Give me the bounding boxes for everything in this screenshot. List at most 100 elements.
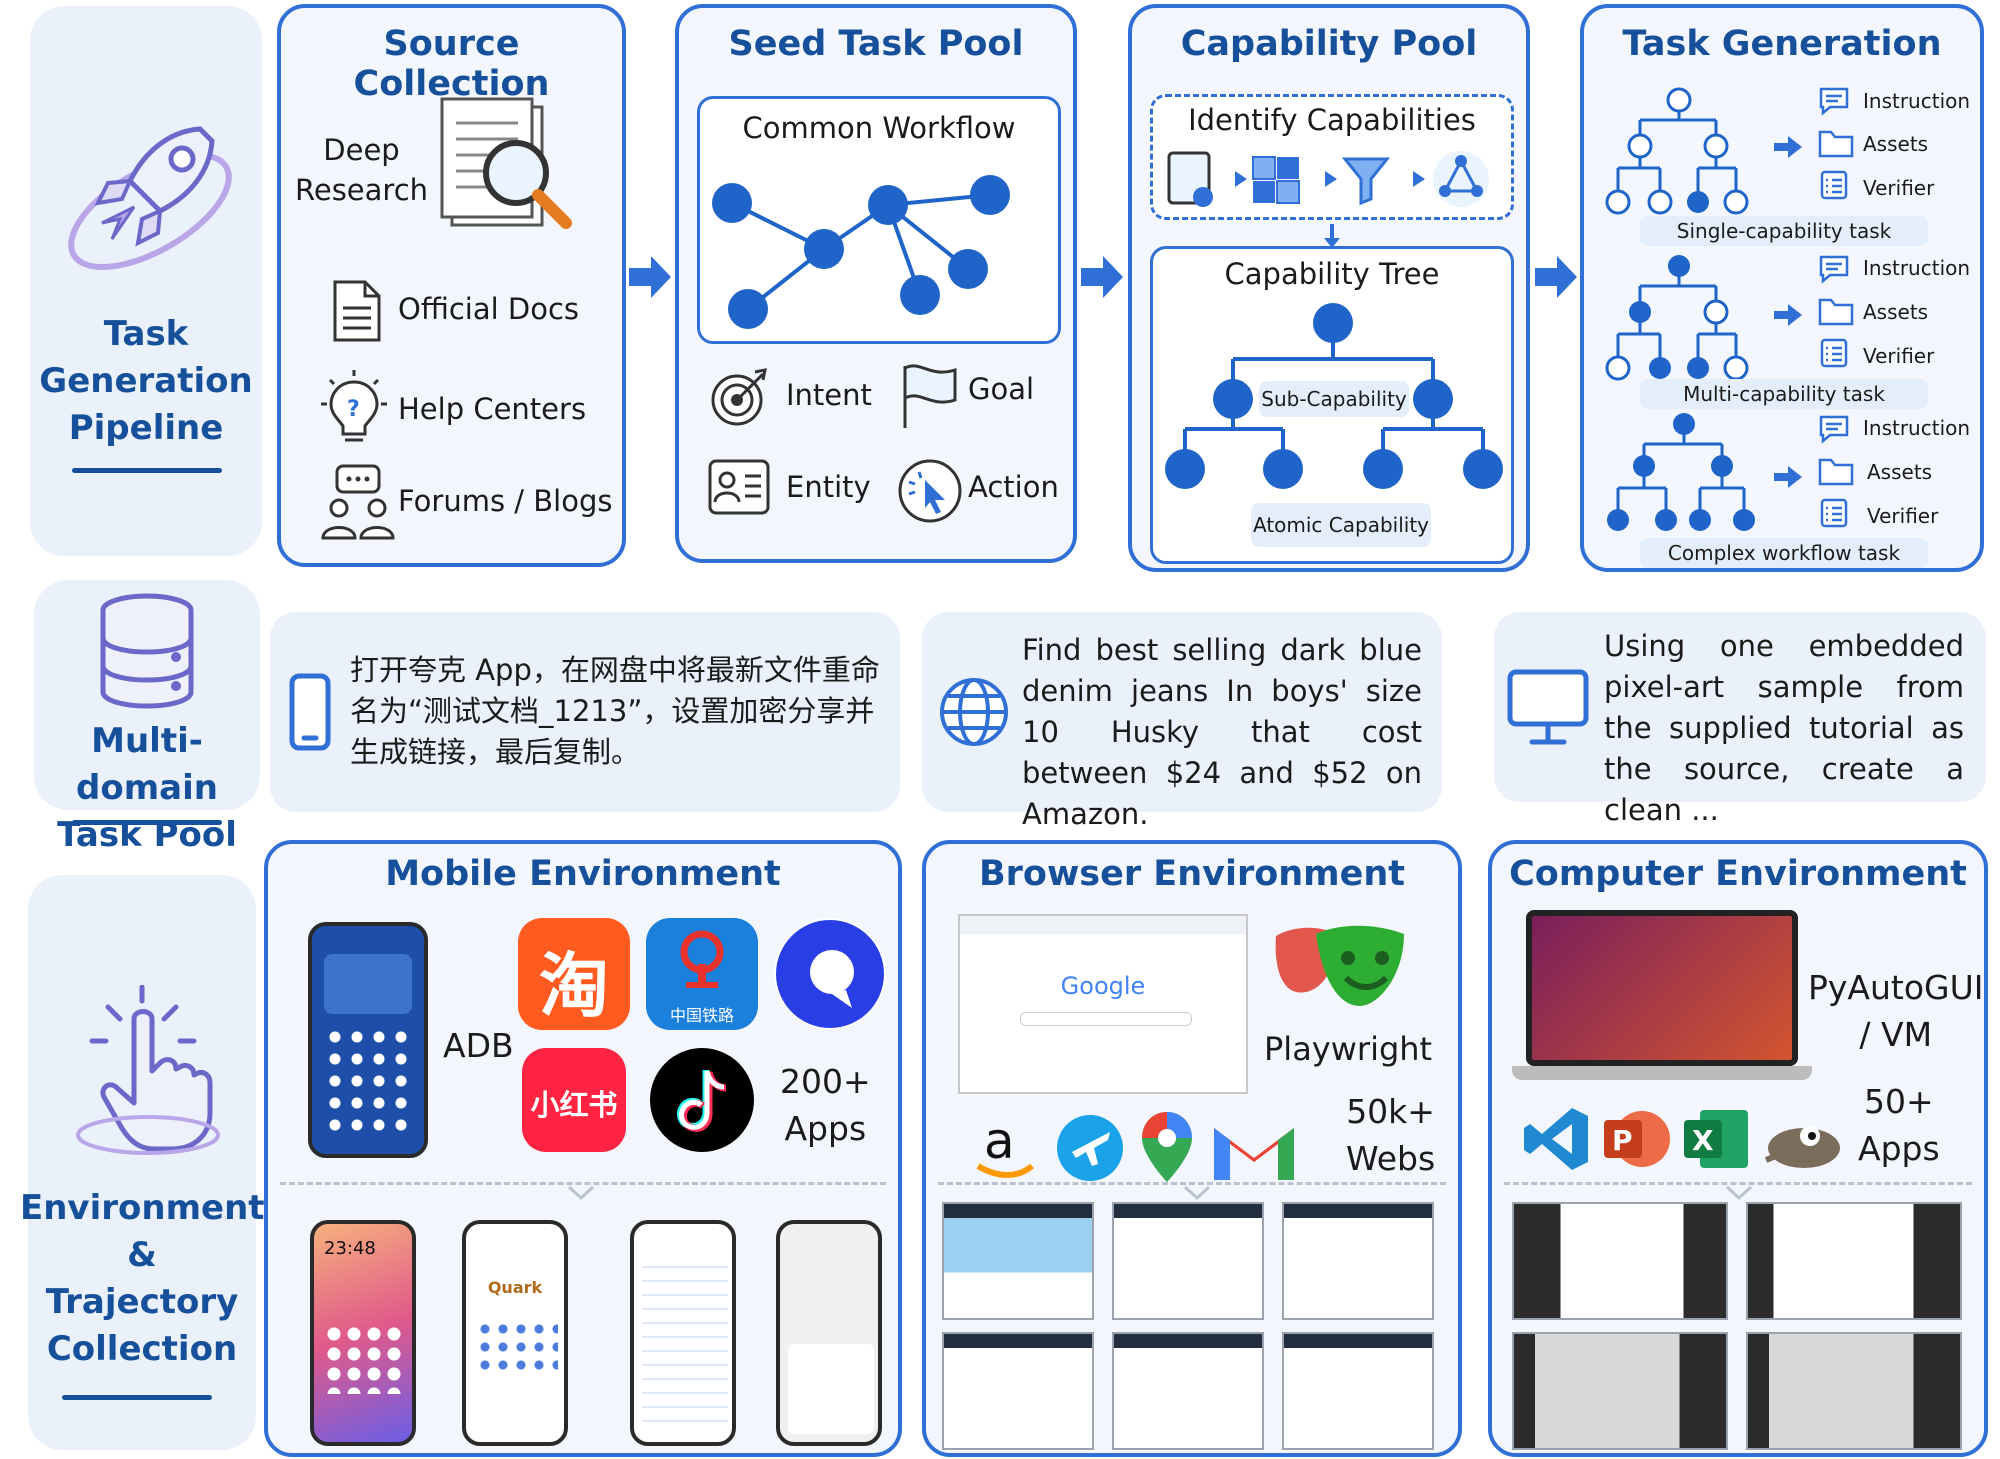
side-underline — [62, 1395, 212, 1400]
target-icon — [711, 368, 767, 426]
computer-apps-count: 50+ Apps — [1858, 1082, 1940, 1168]
svg-text:X: X — [1692, 1124, 1714, 1157]
chevron-down-icon — [1725, 1185, 1753, 1201]
taobao-app-icon: 淘 — [518, 918, 630, 1030]
side-title-task-pool: Multi-domain Task Pool — [57, 721, 237, 855]
side-title-task-generation: Task Generation Pipeline — [39, 314, 253, 448]
instruction-label: Instruction — [1863, 256, 1971, 280]
phone-screenshot-lock: 23:48 — [310, 1220, 416, 1446]
capability-tree-label: Capability Tree — [1224, 257, 1440, 291]
dashed-divider — [280, 1182, 886, 1185]
help-centers-label: Help Centers — [398, 392, 587, 426]
common-workflow-box: Common Workflow — [697, 96, 1061, 344]
playwright-masks-icon — [1275, 925, 1404, 1006]
folder-icon — [1818, 130, 1854, 158]
source-collection-panel: Source Collection Deep Research Official… — [277, 4, 626, 567]
checklist-icon — [1820, 498, 1848, 528]
sub-capability-label: Sub-Capability — [1259, 381, 1409, 417]
rocket-icon — [68, 126, 232, 270]
flag-icon — [903, 364, 957, 428]
instruction-label: Instruction — [1863, 89, 1971, 113]
adb-label: ADB — [443, 1026, 514, 1065]
mobile-apps-count: 200+ Apps — [780, 1062, 871, 1148]
inkscape-screenshot — [1746, 1202, 1962, 1320]
intent-label: Intent — [786, 378, 872, 412]
verifier-label: Verifier — [1863, 344, 1935, 368]
xiaohongshu-app-icon: 小红书 — [522, 1048, 626, 1152]
amazon-screenshot — [1282, 1202, 1434, 1320]
taobao-glyph: 淘 — [539, 945, 609, 1027]
task-generation-title: Task Generation — [1622, 24, 1942, 64]
phone-screenshot-filelist — [630, 1220, 736, 1446]
phone-screenshot-quark: Quark — [462, 1220, 568, 1446]
arrow-icon — [1774, 466, 1802, 488]
single-capability-label: Single-capability task — [1640, 216, 1928, 246]
entity-card-icon — [708, 459, 770, 515]
checklist-icon — [1820, 170, 1848, 200]
xhs-glyph: 小红书 — [530, 1088, 618, 1122]
railway-label: 中国铁路 — [669, 1006, 734, 1025]
seed-task-pool-title: Seed Task Pool — [728, 24, 1024, 64]
action-label: Action — [968, 470, 1059, 504]
instruction-icon — [1819, 415, 1849, 444]
quark-app-icon — [774, 918, 886, 1030]
browser-webs-count: 50k+ Webs — [1346, 1092, 1436, 1178]
china-railway-app-icon: 中国铁路 — [646, 918, 758, 1030]
capability-pool-title: Capability Pool — [1180, 24, 1478, 64]
entity-label: Entity — [786, 470, 871, 504]
capability-tree-graph — [1165, 303, 1503, 489]
assets-label: Assets — [1863, 132, 1929, 156]
svg-text:?: ? — [347, 397, 360, 422]
identify-capabilities-label: Identify Capabilities — [1188, 103, 1476, 137]
browser-task-example: Find best selling dark blue denim jeans … — [922, 612, 1442, 831]
side-panel-task-generation: Task Generation Pipeline — [30, 6, 262, 556]
amazon-screenshot — [1112, 1332, 1264, 1450]
browser-task-text: Find best selling dark blue denim jeans … — [1022, 633, 1422, 831]
atomic-capability-label: Atomic Capability — [1251, 503, 1431, 547]
flow-arrow-icon — [629, 256, 671, 298]
dashed-divider — [938, 1182, 1446, 1185]
svg-text:a: a — [984, 1112, 1015, 1170]
computer-task-text: Using one embedded pixel-art sample from… — [1604, 629, 1964, 827]
folder-icon — [1818, 298, 1854, 326]
tiktok-app-icon — [650, 1048, 754, 1152]
amazon-icon: a — [976, 1112, 1034, 1178]
browser-environment-title: Browser Environment — [978, 854, 1406, 894]
pyautogui-label: PyAutoGUI / VM — [1808, 968, 1984, 1054]
mobile-task-text: 打开夸克 App，在网盘中将最新文件重命名为“测试文档_1213”，设置加密分享… — [350, 653, 880, 769]
ubuntu-laptop-screenshot — [1512, 910, 1812, 1082]
document-icon — [333, 280, 381, 342]
complex-task-tree — [1607, 413, 1755, 531]
lock-time: 23:48 — [324, 1238, 376, 1259]
source-collection-title: Source Collection — [353, 24, 550, 104]
playwright-label: Playwright — [1264, 1030, 1433, 1068]
checklist-icon — [1820, 338, 1848, 368]
amazon-screenshot — [942, 1202, 1094, 1320]
excel-icon: X — [1684, 1110, 1748, 1168]
inkscape-screenshot — [1746, 1332, 1962, 1450]
amazon-screenshot — [1112, 1202, 1264, 1320]
instruction-icon — [1819, 87, 1849, 116]
side-title-environments: Environments & Trajectory Collection — [20, 1188, 285, 1369]
single-task-tree — [1605, 87, 1749, 215]
computer-task-example: Using one embedded pixel-art sample from… — [1494, 612, 1986, 827]
vscode-icon — [1524, 1108, 1588, 1170]
arrow-icon — [1774, 304, 1802, 326]
airplane-icon — [1057, 1115, 1123, 1181]
quark-logo: Quark — [487, 1278, 543, 1297]
common-workflow-label: Common Workflow — [742, 111, 1016, 145]
click-action-icon — [898, 459, 962, 523]
flow-arrow-icon — [1535, 256, 1577, 298]
amazon-screenshot — [1282, 1332, 1434, 1450]
flow-arrow-icon — [1081, 256, 1123, 298]
official-docs-label: Official Docs — [398, 292, 580, 326]
verifier-label: Verifier — [1863, 176, 1935, 200]
database-icon — [100, 593, 194, 709]
capability-tree-box: Capability Tree Sub-Capability Atomic Ca… — [1150, 246, 1514, 564]
capability-pool-panel: Capability Pool Identify Capabilities Ca… — [1128, 4, 1530, 572]
side-panel-environments: Environments & Trajectory Collection — [20, 875, 285, 1450]
verifier-label: Verifier — [1867, 504, 1939, 528]
mobile-environment-panel: Mobile Environment ADB 淘 中国铁路 小红书 200+ A… — [264, 840, 902, 1457]
chevron-down-icon — [1183, 1185, 1211, 1201]
down-arrow-icon — [1324, 224, 1340, 248]
